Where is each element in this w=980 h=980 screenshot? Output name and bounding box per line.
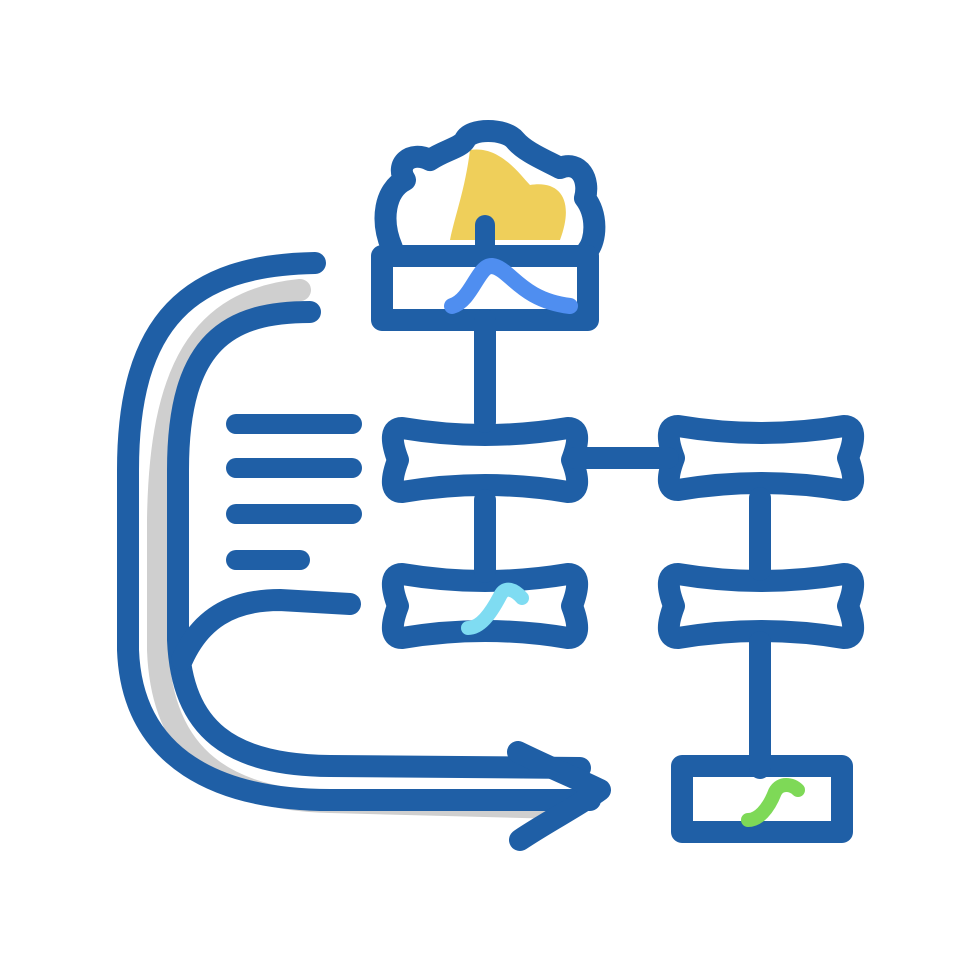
- flow-box-mid: [381, 417, 589, 503]
- accent-curve-blue: [444, 258, 578, 314]
- flow-box-right-1: [657, 415, 865, 501]
- flow-box-right-3: [671, 755, 853, 843]
- arrow-head: [507, 741, 611, 851]
- gear-icon: [374, 120, 606, 265]
- curved-arrow-inner: [167, 301, 591, 779]
- accent-curve-green: [741, 778, 805, 827]
- accent-curve-cyan: [461, 582, 529, 635]
- flow-box-top: [371, 245, 599, 331]
- rail-branch: [171, 589, 361, 671]
- flow-box-lower: [381, 563, 589, 649]
- text-lines: [226, 414, 362, 570]
- gear-outline: [374, 120, 606, 261]
- curved-arrow-outer: [117, 252, 601, 811]
- flow-box-right-2: [657, 563, 865, 649]
